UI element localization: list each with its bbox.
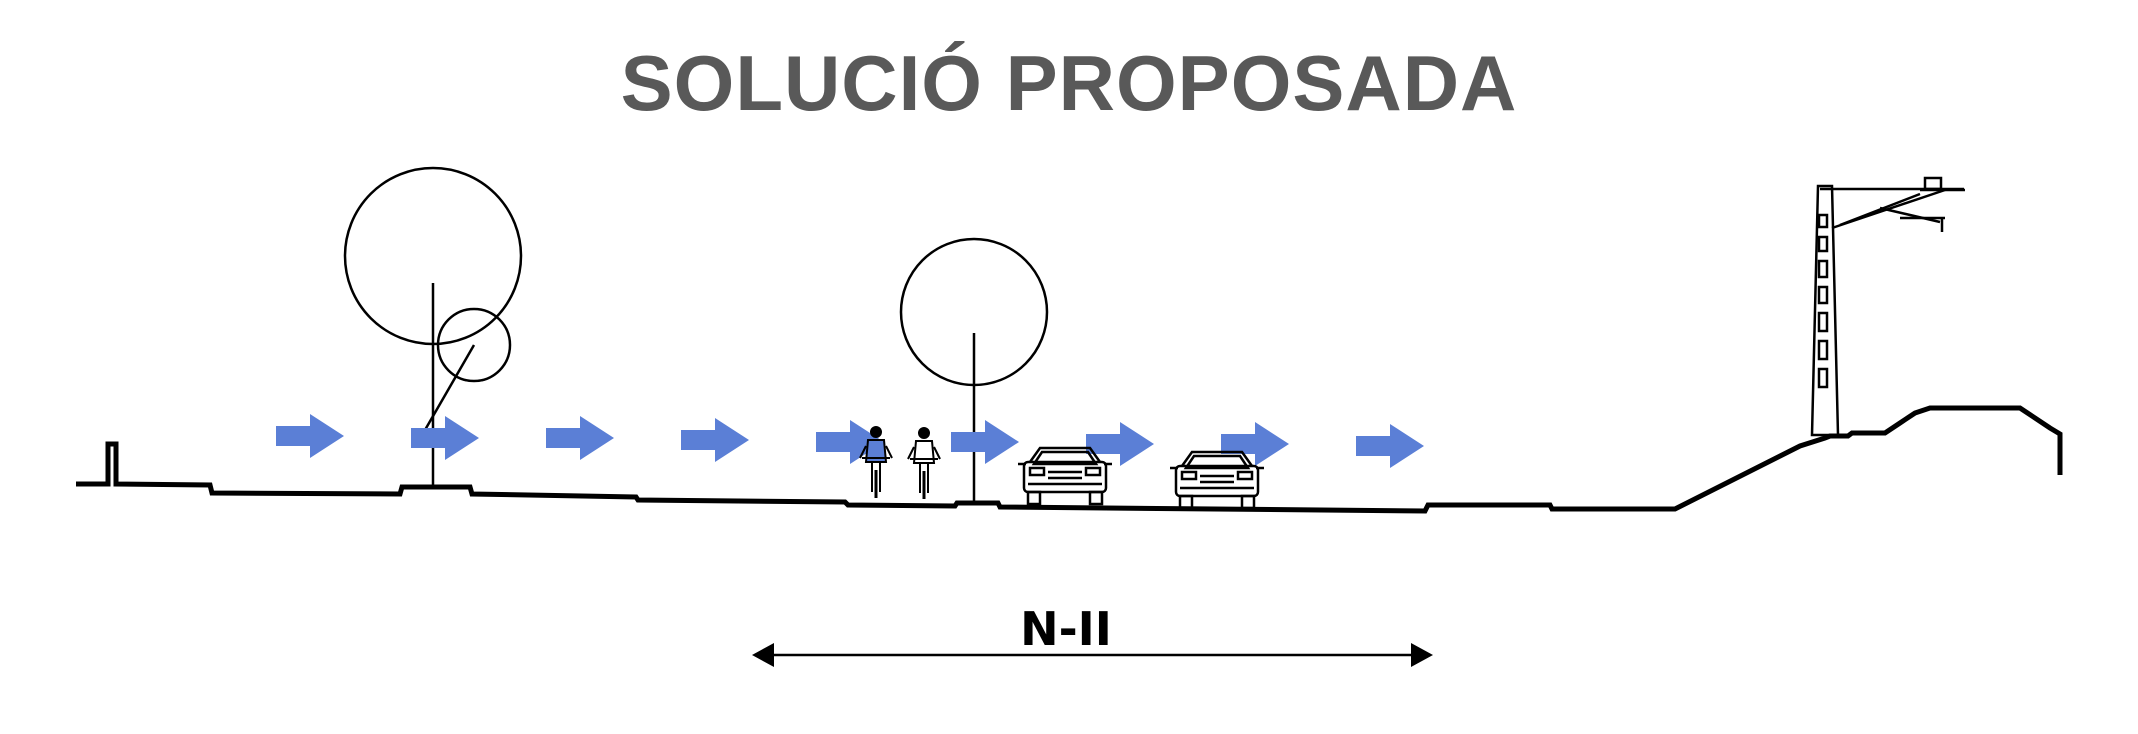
tree-icon <box>343 166 523 487</box>
flow-arrows <box>276 414 1424 468</box>
flow-arrow <box>681 418 749 462</box>
cyclist-icon <box>907 427 941 499</box>
flow-arrow <box>1221 422 1289 466</box>
double-arrow-icon <box>752 643 1433 667</box>
flow-arrow <box>1086 422 1154 466</box>
cyclist-icon <box>859 426 893 498</box>
flow-arrow <box>276 414 344 458</box>
car-icon <box>1018 446 1112 506</box>
tree-icon <box>899 237 1049 503</box>
flow-arrow <box>951 420 1019 464</box>
tree-icon <box>423 307 512 431</box>
flow-arrow <box>411 416 479 460</box>
terrain-profile <box>76 405 2063 514</box>
flow-arrow <box>546 416 614 460</box>
catenary-pole-icon <box>1810 176 1965 437</box>
diagram-title: SOLUCIÓ PROPOSADA <box>620 39 1518 127</box>
flow-arrow <box>1356 424 1424 468</box>
car-icon <box>1170 450 1264 510</box>
road-label: N-II <box>1020 602 1112 656</box>
